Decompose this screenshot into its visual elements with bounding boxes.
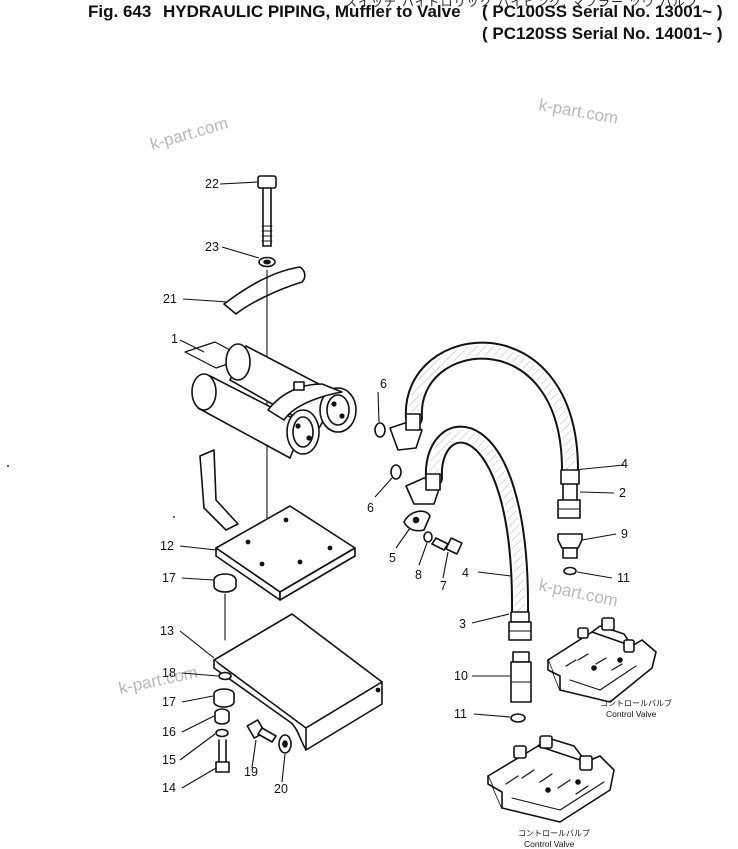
hose-nut-part-3 (508, 611, 532, 641)
callout-1: 1 (171, 332, 178, 346)
control-valve-lower-jp-label: コントロールバルブ (518, 828, 590, 838)
callout-13: 13 (160, 624, 174, 638)
callout-19: 19 (244, 765, 258, 779)
washer-part-15 (215, 728, 229, 738)
bolt-part-19 (246, 719, 277, 743)
callout-15: 15 (162, 753, 176, 767)
callout-6: 6 (367, 501, 374, 515)
hose-part-4-inner (424, 425, 530, 621)
callout-18: 18 (162, 666, 176, 680)
control-valve-lower (487, 735, 615, 823)
bolt-part-22 (257, 175, 277, 247)
japanese-title-line: スイッチ ハイドロリック パイピング, マフラー ツウ バルブ (345, 0, 699, 9)
callout-5: 5 (389, 551, 396, 565)
callout-3: 3 (459, 617, 466, 631)
callout-6: 6 (380, 377, 387, 391)
muffler-part-1 (184, 341, 357, 459)
callout-14: 14 (162, 781, 176, 795)
o-ring-part-11-lower (510, 713, 526, 723)
rubber-mount-part-17 (213, 573, 237, 593)
callout-4: 4 (621, 457, 628, 471)
callout-17: 17 (162, 695, 176, 709)
callout-4: 4 (462, 566, 469, 580)
callout-8: 8 (415, 568, 422, 582)
control-valve-upper-label: Control Valve (606, 709, 657, 719)
split-flange-part-5 (403, 510, 431, 532)
o-ring-part-6-lower (390, 464, 402, 480)
washer-part-8 (423, 531, 433, 543)
callout-23: 23 (205, 240, 219, 254)
bolt-part-14 (215, 739, 230, 773)
callout-7: 7 (440, 579, 447, 593)
fitting-part-9 (557, 533, 583, 559)
washer-part-23 (258, 256, 276, 268)
hose-nut-part-2 (557, 469, 581, 519)
callout-12: 12 (160, 539, 174, 553)
callout-20: 20 (274, 782, 288, 796)
serial-range-pc100ss: ( PC100SS Serial No. 13001~ ) (482, 2, 723, 21)
watermark: k-part.com (117, 663, 199, 698)
callout-17: 17 (162, 571, 176, 585)
bracket-plate-part-12 (199, 449, 356, 601)
control-valve-lower-label: Control Valve (524, 839, 575, 849)
collar-part-16 (214, 708, 230, 725)
control-valve-upper (547, 617, 657, 703)
callout-2: 2 (619, 486, 626, 500)
flange-elbow-lower (405, 473, 441, 505)
bolt-part-7 (431, 537, 463, 555)
watermark: k-part.com (148, 113, 230, 153)
callout-22: 22 (205, 177, 219, 191)
o-ring-part-11 (563, 566, 577, 576)
o-ring-part-6 (374, 422, 386, 438)
hose-part-4-outer (404, 341, 579, 479)
serial-range-pc120ss: ( PC120SS Serial No. 14001~ ) (482, 24, 723, 43)
washer-part-18 (218, 671, 232, 681)
strap-part-21 (223, 266, 306, 315)
callout-11: 11 (617, 571, 630, 585)
callout-11: 11 (454, 707, 467, 721)
flange-elbow (389, 413, 423, 451)
callout-10: 10 (454, 669, 468, 683)
watermark: k-part.com (537, 575, 619, 610)
figure-title: HYDRAULIC PIPING, Muffler to Valve (163, 2, 461, 21)
watermark: k-part.com (537, 95, 619, 128)
callout-16: 16 (162, 725, 176, 739)
washer-part-20 (278, 734, 292, 754)
bracket-part-13 (213, 613, 383, 751)
control-valve-upper-jp-label: コントロールバルブ (600, 698, 672, 708)
adapter-part-10 (510, 651, 532, 703)
figure-number: Fig. 643 (88, 2, 152, 21)
rubber-mount-part-17-lower (213, 688, 235, 708)
callout-21: 21 (163, 292, 177, 306)
callout-9: 9 (621, 527, 628, 541)
